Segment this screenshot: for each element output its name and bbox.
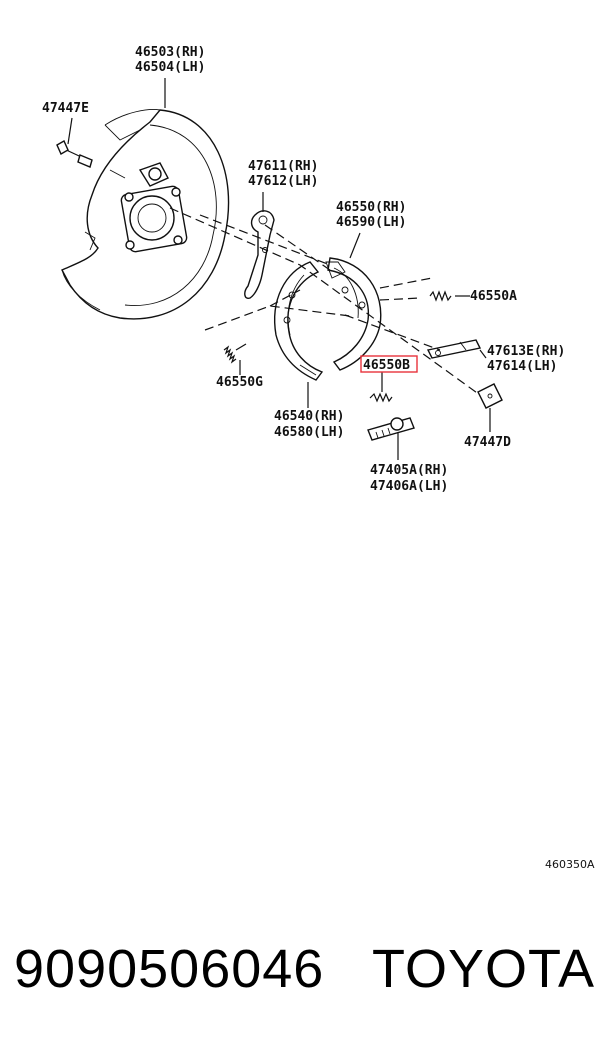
brake-shoe-front-part xyxy=(325,257,382,371)
part-number: 9090506046 xyxy=(14,939,325,999)
label-47612: 47612(LH) xyxy=(248,174,318,189)
clip-47447d-part xyxy=(477,383,503,409)
assembly-dashed-lines xyxy=(169,207,481,396)
label-47447d: 47447D xyxy=(464,435,511,450)
label-47447e: 47447E xyxy=(42,101,89,116)
label-47405a: 47405A(RH) xyxy=(370,463,448,478)
spring-46550a-part xyxy=(429,290,466,302)
label-46580: 46580(LH) xyxy=(274,425,344,440)
strut-47613e-part xyxy=(426,339,482,359)
label-46550g: 46550G xyxy=(216,375,263,390)
label-47613e: 47613E(RH) xyxy=(487,344,565,359)
parking-lever-part xyxy=(244,210,275,299)
spring-46550b-part xyxy=(369,392,393,403)
backing-plate-part xyxy=(61,109,230,320)
label-46550b: 46550B xyxy=(363,358,410,373)
label-46550: 46550(RH) xyxy=(336,200,406,215)
bolt-47447e-part xyxy=(56,140,93,168)
label-46503: 46503(RH) xyxy=(135,45,205,60)
leader-lines xyxy=(67,78,491,460)
label-46540: 46540(RH) xyxy=(274,409,344,424)
label-47611: 47611(RH) xyxy=(248,159,318,174)
label-47406a: 47406A(LH) xyxy=(370,479,448,494)
adjuster-47405a-part xyxy=(367,417,415,441)
label-46504: 46504(LH) xyxy=(135,60,205,75)
diagram-code: 460350A xyxy=(545,858,595,871)
label-46590: 46590(LH) xyxy=(336,215,406,230)
highlight-box xyxy=(360,355,418,373)
label-47614: 47614(LH) xyxy=(487,359,557,374)
brake-shoe-rear-part xyxy=(274,261,324,381)
brand-name: TOYOTA xyxy=(372,939,596,999)
label-46550a: 46550A xyxy=(470,289,517,304)
spring-46550g-part xyxy=(223,343,247,364)
footer: 9090506046 TOYOTA xyxy=(0,930,600,1010)
